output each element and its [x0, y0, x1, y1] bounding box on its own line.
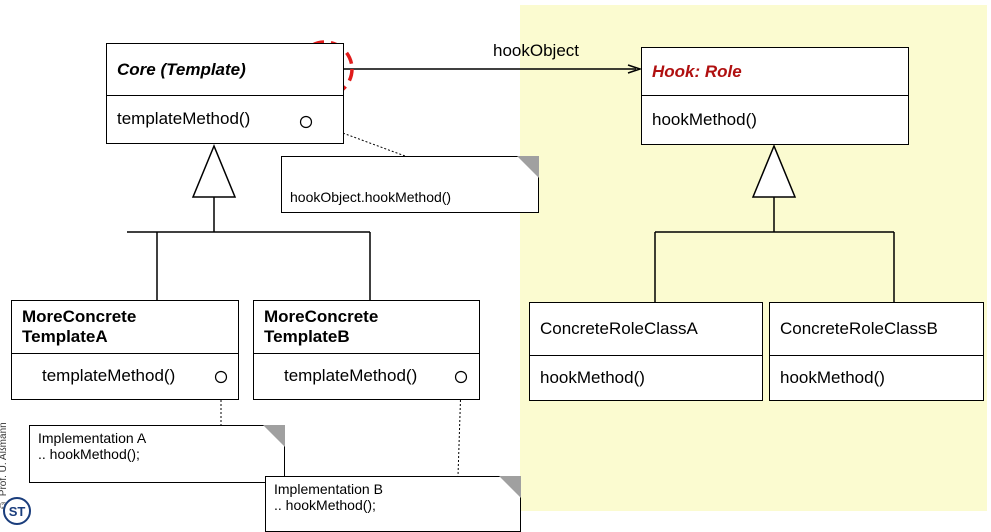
template-b-class[interactable]: MoreConcrete TemplateB templateMethod()	[253, 300, 480, 400]
note-implementation-b: Implementation B .. hookMethod();	[265, 476, 521, 532]
role-class-b-header: ConcreteRoleClassB	[770, 303, 983, 356]
template-a-method: templateMethod()	[42, 366, 176, 385]
logo-text: ST	[9, 504, 26, 519]
note-link-b	[457, 383, 462, 477]
role-class-a[interactable]: ConcreteRoleClassA hookMethod()	[529, 302, 763, 401]
note-a-line1: Implementation A	[38, 430, 147, 446]
note-fold	[517, 156, 539, 178]
template-b-title-line1: MoreConcrete	[264, 307, 379, 326]
hook-role-method: hookMethod()	[652, 109, 757, 129]
template-a-header: MoreConcrete TemplateA	[12, 301, 238, 354]
template-a-class[interactable]: MoreConcrete TemplateA templateMethod()	[11, 300, 239, 400]
role-class-b-method: hookMethod()	[780, 367, 885, 387]
note-b-line2: .. hookMethod();	[274, 497, 376, 513]
method-port-b	[454, 370, 468, 384]
template-b-methods: templateMethod()	[254, 354, 479, 398]
core-template-method: templateMethod()	[117, 109, 251, 128]
role-class-b-methods: hookMethod()	[770, 356, 983, 399]
template-b-title-line2: TemplateB	[264, 327, 350, 346]
note-implementation-a: Implementation A .. hookMethod();	[29, 425, 285, 483]
role-class-a-method: hookMethod()	[540, 367, 645, 387]
template-b-method: templateMethod()	[284, 366, 418, 385]
role-class-a-header: ConcreteRoleClassA	[530, 303, 762, 356]
hook-role-title: Hook: Role	[652, 61, 742, 81]
copyright-text: © Prof. U. Aßmann	[0, 422, 9, 510]
inheritance-triangle-right	[751, 144, 797, 198]
method-port-a	[214, 370, 228, 384]
core-template-header: Core (Template)	[107, 44, 343, 96]
inheritance-triangle-left	[191, 144, 237, 198]
note-a-line2: .. hookMethod();	[38, 446, 140, 462]
template-a-methods: templateMethod()	[12, 354, 238, 398]
template-a-title-line1: MoreConcrete	[22, 307, 137, 326]
role-class-a-methods: hookMethod()	[530, 356, 762, 399]
hook-role-header: Hook: Role	[642, 48, 908, 96]
method-port-core	[299, 115, 313, 129]
role-class-a-title: ConcreteRoleClassA	[540, 319, 698, 338]
template-b-header: MoreConcrete TemplateB	[254, 301, 479, 354]
note-core-text: hookObject.hookMethod()	[290, 189, 452, 205]
core-template-title: Core (Template)	[117, 59, 246, 79]
template-a-title-line2: TemplateA	[22, 327, 108, 346]
role-class-b[interactable]: ConcreteRoleClassB hookMethod()	[769, 302, 984, 401]
note-fold	[499, 476, 521, 498]
association-arrowhead	[627, 64, 643, 74]
core-template-methods: templateMethod()	[107, 96, 343, 142]
role-class-b-title: ConcreteRoleClassB	[780, 319, 938, 338]
st-logo-icon: ST	[3, 497, 31, 525]
hook-role-class[interactable]: Hook: Role hookMethod()	[641, 47, 909, 145]
note-core: hookObject.hookMethod()	[281, 156, 539, 213]
note-fold	[263, 425, 285, 447]
hook-role-methods: hookMethod()	[642, 96, 908, 143]
association-label: hookObject	[493, 41, 579, 60]
note-b-line1: Implementation B	[274, 481, 383, 497]
